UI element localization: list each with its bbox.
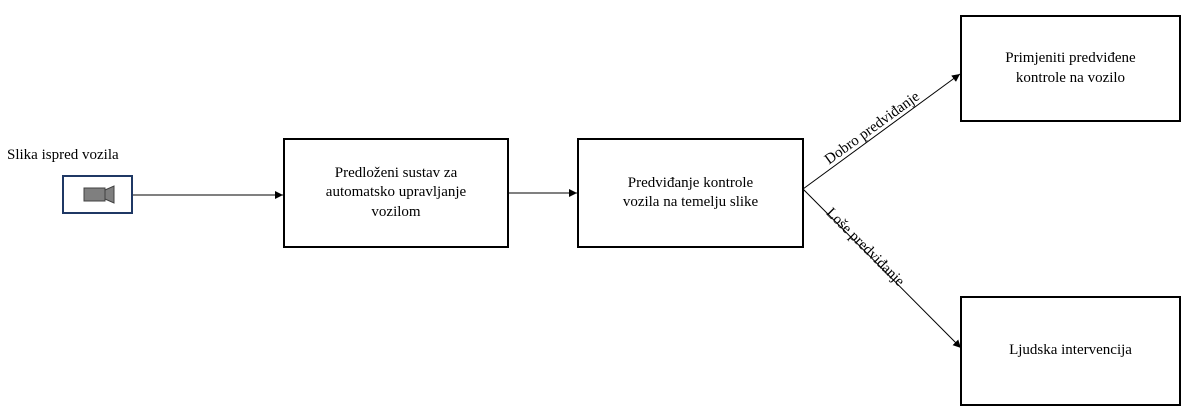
arrow-good-prediction [802, 73, 961, 190]
input-label: Slika ispred vozila [7, 147, 119, 163]
node-system: Predloženi sustav za automatsko upravlja… [283, 138, 509, 248]
node-human: Ljudska intervencija [960, 296, 1181, 406]
video-camera-icon [62, 175, 133, 214]
node-prediction: Predviđanje kontrole vozila na temelju s… [577, 138, 804, 248]
arrow-bad-prediction [802, 188, 962, 349]
node-apply: Primjeniti predviđene kontrole na vozilo [960, 15, 1181, 122]
